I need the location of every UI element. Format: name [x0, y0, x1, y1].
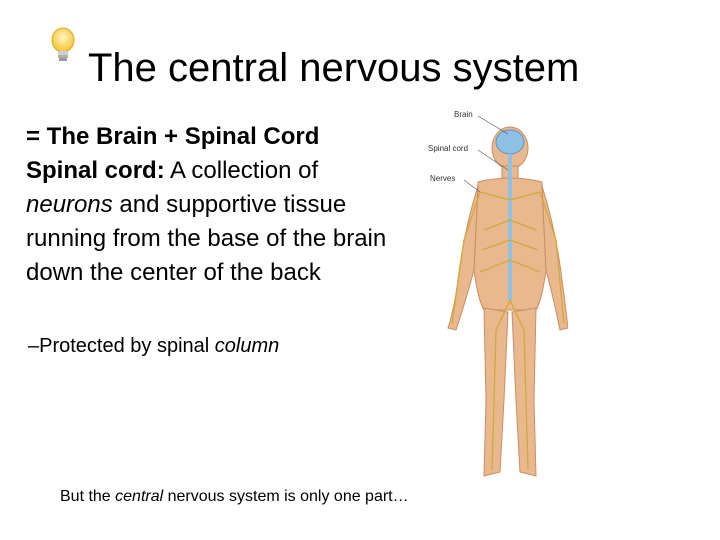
sub-bullet-prefix: –Protected by spinal [28, 335, 215, 357]
footer-italic: central [115, 488, 164, 505]
definition-part1: A collection of [164, 157, 319, 184]
nervous-system-figure: Brain Spinal cord Nerves [418, 100, 569, 490]
slide-body: = The Brain + Spinal Cord Spinal cord: A… [26, 120, 406, 290]
sub-bullet: –Protected by spinal column [28, 335, 279, 358]
sub-bullet-italic: column [214, 335, 280, 357]
lightbulb-icon [51, 27, 75, 61]
footer-prefix: But the [60, 488, 116, 505]
definition-italic: neurons [26, 191, 113, 218]
slide-title: The central nervous system [88, 46, 580, 90]
footer-suffix: nervous system is only one part… [163, 488, 409, 505]
footer-note: But the central nervous system is only o… [60, 488, 409, 506]
figure-label-brain: Brain [454, 110, 473, 119]
brain-plus-spinal-cord: = The Brain + Spinal Cord [26, 123, 320, 150]
figure-label-nerves: Nerves [430, 174, 456, 183]
definition-part2: and supportive tissue running from the b… [26, 191, 387, 286]
figure-label-spinal-cord: Spinal cord [428, 144, 469, 153]
spinal-cord-heading: Spinal cord: [26, 157, 165, 184]
human-body-illustration [447, 115, 569, 477]
spinal-cord-definition: Spinal cord: A collection of neurons and… [26, 154, 406, 290]
